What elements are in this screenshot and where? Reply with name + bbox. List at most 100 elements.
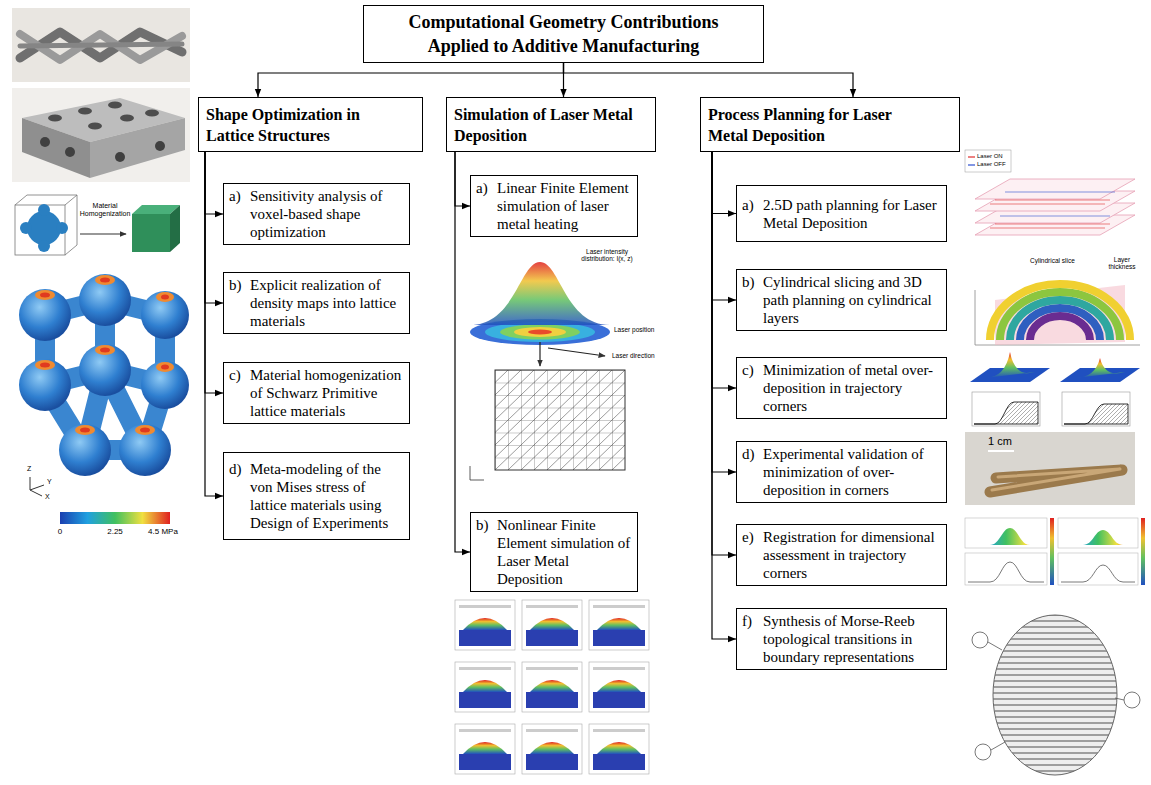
figure-label: Layer thickness: [1102, 256, 1142, 270]
path-planning-layers-part: [1000, 192, 1115, 216]
corner-deposition-plots: [970, 352, 1140, 426]
temperature-plots-part: [522, 724, 582, 774]
homogenization-sketch-part: [20, 222, 32, 234]
text-holder: b)Cylindrical slicing and 3D path planni…: [742, 273, 941, 327]
connector-arrow: [712, 152, 736, 388]
title-box: Computational Geometry Contributions App…: [363, 5, 764, 63]
morse-reeb-sketch-part: [975, 744, 991, 760]
figure-label: Material Homogenization: [78, 202, 132, 217]
connector-arrow: [205, 152, 223, 393]
connector-arrow: [455, 152, 470, 552]
stress-lattice-part: [79, 344, 131, 396]
path-planning-layers: [965, 150, 1135, 235]
item-letter: c): [742, 361, 763, 379]
path-planning-layers-part: [965, 150, 1011, 172]
connector-arrow: [205, 152, 223, 496]
deposition-photo-part: [965, 432, 1135, 505]
figure-label: X: [45, 493, 50, 501]
lattice-photo-part: [20, 34, 182, 60]
stress-lattice-part: [140, 428, 150, 433]
title-text: Computational Geometry Contributions App…: [394, 10, 734, 58]
temperature-plots-part: [522, 600, 582, 650]
registration-profiles-part: [1061, 565, 1135, 582]
item-letter: e): [742, 528, 763, 546]
temperature-plots-part: [455, 600, 515, 650]
registration-profiles-part: [1058, 553, 1138, 585]
topic-box: a)Sensitivity analysis of voxel-based sh…: [223, 183, 410, 245]
corner-deposition-plots-part: [1062, 392, 1130, 426]
item-text: Synthesis of Morse-Reeb topological tran…: [763, 612, 941, 666]
registration-profiles-part: [1061, 530, 1135, 545]
homogenization-sketch-part: [15, 195, 77, 255]
figure-label: Laser direction: [612, 352, 655, 359]
laser-heating-sketch-part: [539, 342, 540, 366]
connector-arrow: [205, 152, 223, 303]
figure-label: Z: [27, 465, 31, 473]
topic-box: f)Synthesis of Morse-Reeb topological tr…: [736, 608, 947, 670]
connector-arrow: [258, 63, 564, 97]
connector-arrow: [564, 63, 854, 97]
topic-box: e)Registration for dimensional assessmen…: [736, 524, 947, 586]
path-planning-layers-part: [975, 179, 1135, 199]
registration-profiles-part: [1050, 518, 1054, 585]
stress-lattice-part: [30, 477, 44, 496]
figure-label: Cylindrical slice: [1030, 257, 1075, 264]
stress-lattice-part: [156, 362, 174, 372]
stress-lattice-part: [156, 292, 174, 302]
item-text: Meta-modeling of the von Mises stress of…: [250, 460, 404, 532]
block-photo-part: [145, 110, 159, 117]
text-holder: c)Minimization of metal over-deposition …: [742, 361, 941, 415]
corner-deposition-plots-part: [972, 392, 1040, 426]
lattice-photo-part: [20, 44, 182, 46]
laser-heating-sketch-part: [500, 325, 580, 340]
temperature-plots-part: [522, 662, 582, 712]
stress-lattice-part: [100, 278, 110, 283]
homogenization-sketch-part: [38, 240, 50, 252]
figure-label: Laser OFF: [977, 161, 1006, 168]
stress-lattice-part: [59, 424, 111, 476]
laser-heating-sketch-part: [528, 330, 552, 335]
item-text: Nonlinear Finite Element simulation of L…: [497, 516, 632, 588]
stress-lattice-part: [19, 289, 71, 341]
stress-lattice-part: [35, 290, 55, 300]
cylindrical-slices-part: [1010, 300, 1110, 340]
corner-deposition-plots-part: [985, 352, 1035, 378]
stress-lattice-part: [75, 425, 95, 435]
item-text: Linear Finite Element simulation of lase…: [497, 179, 632, 233]
laser-heating-sketch-part: [548, 348, 605, 356]
stress-lattice-part: [40, 293, 50, 298]
figure-label: Laser intensity distribution: I(x, z): [575, 248, 639, 262]
heading-text: Shape Optimization in Lattice Structures: [206, 104, 391, 146]
path-planning-layers-part: [990, 200, 1110, 228]
category-box: Simulation of Laser Metal Deposition: [446, 97, 656, 152]
text-holder: Process Planning for Laser Metal Deposit…: [708, 104, 918, 146]
registration-profiles-part: [1058, 518, 1138, 548]
text-holder: a)Linear Finite Element simulation of la…: [476, 179, 632, 233]
stress-lattice-part: [80, 428, 90, 433]
corner-deposition-plots-part: [1064, 404, 1128, 424]
deposition-photo-part: [988, 450, 1014, 452]
morse-reeb-sketch-part: [988, 642, 1124, 750]
figure-label: 0: [58, 528, 62, 537]
block-photo-part: [22, 118, 90, 178]
topic-box: c)Material homogenization of Schwarz Pri…: [223, 362, 410, 424]
topic-box: b)Cylindrical slicing and 3D path planni…: [736, 269, 947, 331]
laser-heating-sketch-part: [470, 466, 484, 480]
item-letter: c): [229, 366, 250, 384]
text-holder: d)Experimental validation of minimizatio…: [742, 445, 941, 499]
registration-profiles: [965, 518, 1145, 585]
item-letter: b): [476, 516, 497, 534]
topic-box: c)Minimization of metal over-deposition …: [736, 357, 947, 419]
stress-lattice-part: [135, 425, 155, 435]
registration-profiles-part: [1141, 518, 1145, 585]
item-text: 2.5D path planning for Laser Metal Depos…: [763, 196, 941, 232]
item-letter: d): [229, 460, 250, 478]
morse-reeb-sketch-part: [993, 615, 1117, 775]
block-photo: [12, 88, 190, 182]
block-photo-part: [115, 152, 125, 162]
text-holder: b)Nonlinear Finite Element simulation of…: [476, 516, 632, 588]
category-box: Process Planning for Laser Metal Deposit…: [700, 97, 960, 152]
item-text: Material homogenization of Schwarz Primi…: [250, 366, 404, 420]
text-holder: d)Meta-modeling of the von Mises stress …: [229, 460, 404, 532]
deposition-photo-part: [992, 469, 1120, 490]
